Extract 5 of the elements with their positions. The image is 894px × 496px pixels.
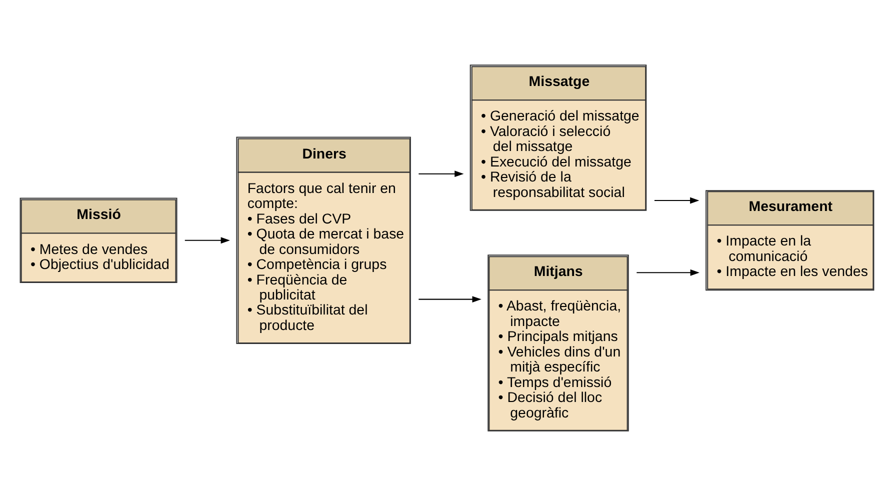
- arrow: [184, 237, 230, 244]
- arrow: [654, 197, 700, 204]
- arrow: [636, 269, 700, 276]
- arrow: [418, 170, 464, 178]
- arrow: [418, 296, 482, 303]
